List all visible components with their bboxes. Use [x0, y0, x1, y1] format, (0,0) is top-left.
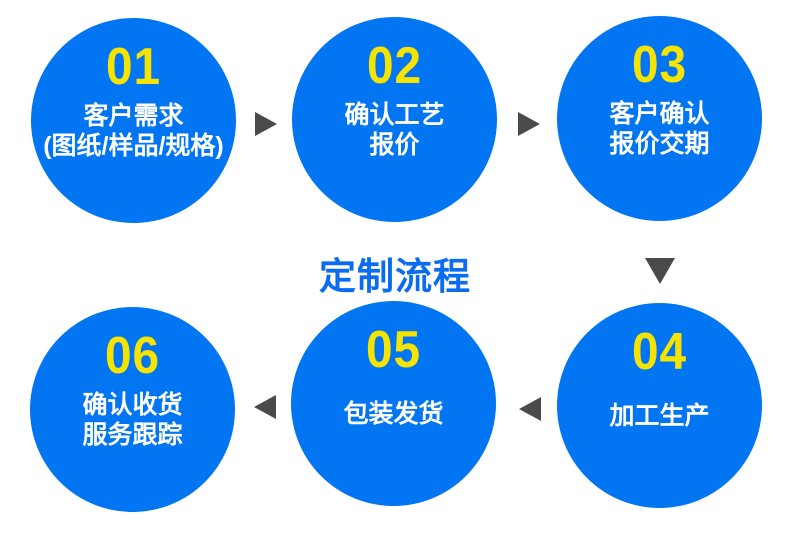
diagram-title: 定制流程 — [319, 256, 471, 297]
step-circle-5: 05 包装发货 — [291, 301, 496, 506]
step-2-label-line2: 报价 — [369, 130, 420, 159]
step-4-number: 04 — [631, 323, 688, 381]
step-circle-4: 04 加工生产 — [557, 303, 762, 508]
step-5-label-line1: 包装发货 — [343, 399, 444, 428]
step-3-label: 客户确认 报价交期 — [557, 99, 762, 159]
step-1-label-line1: 客户需求 — [83, 101, 184, 130]
arrow-left-icon — [254, 395, 276, 419]
arrow-down-icon — [645, 258, 675, 284]
step-3-label-line2: 报价交期 — [609, 129, 710, 158]
step-6-label-line2: 服务跟踪 — [82, 420, 183, 449]
step-2-number: 02 — [366, 37, 423, 95]
step-6-number: 06 — [104, 327, 161, 385]
step-6-label-line1: 确认收货 — [82, 390, 183, 419]
step-circle-3: 03 客户确认 报价交期 — [557, 16, 762, 221]
step-1-number: 01 — [105, 38, 162, 96]
step-5-number: 05 — [365, 321, 422, 379]
step-circle-1: 01 客户需求 (图纸/样品/规格) — [31, 18, 236, 223]
step-2-label: 确认工艺 报价 — [292, 100, 497, 160]
arrow-right-icon — [255, 112, 277, 136]
step-6-label: 确认收货 服务跟踪 — [30, 390, 235, 450]
step-circle-6: 06 确认收货 服务跟踪 — [30, 307, 235, 512]
step-1-label: 客户需求 (图纸/样品/规格) — [31, 101, 236, 161]
step-2-label-line1: 确认工艺 — [344, 100, 445, 129]
step-1-label-line2: (图纸/样品/规格) — [43, 131, 224, 160]
step-circle-2: 02 确认工艺 报价 — [292, 17, 497, 222]
step-5-label: 包装发货 — [291, 399, 496, 429]
step-4-label-line1: 加工生产 — [609, 401, 710, 430]
step-3-number: 03 — [631, 36, 688, 94]
arrow-left-icon — [519, 397, 541, 421]
step-4-label: 加工生产 — [557, 401, 762, 431]
arrow-right-icon — [518, 112, 540, 136]
step-3-label-line1: 客户确认 — [609, 99, 710, 128]
